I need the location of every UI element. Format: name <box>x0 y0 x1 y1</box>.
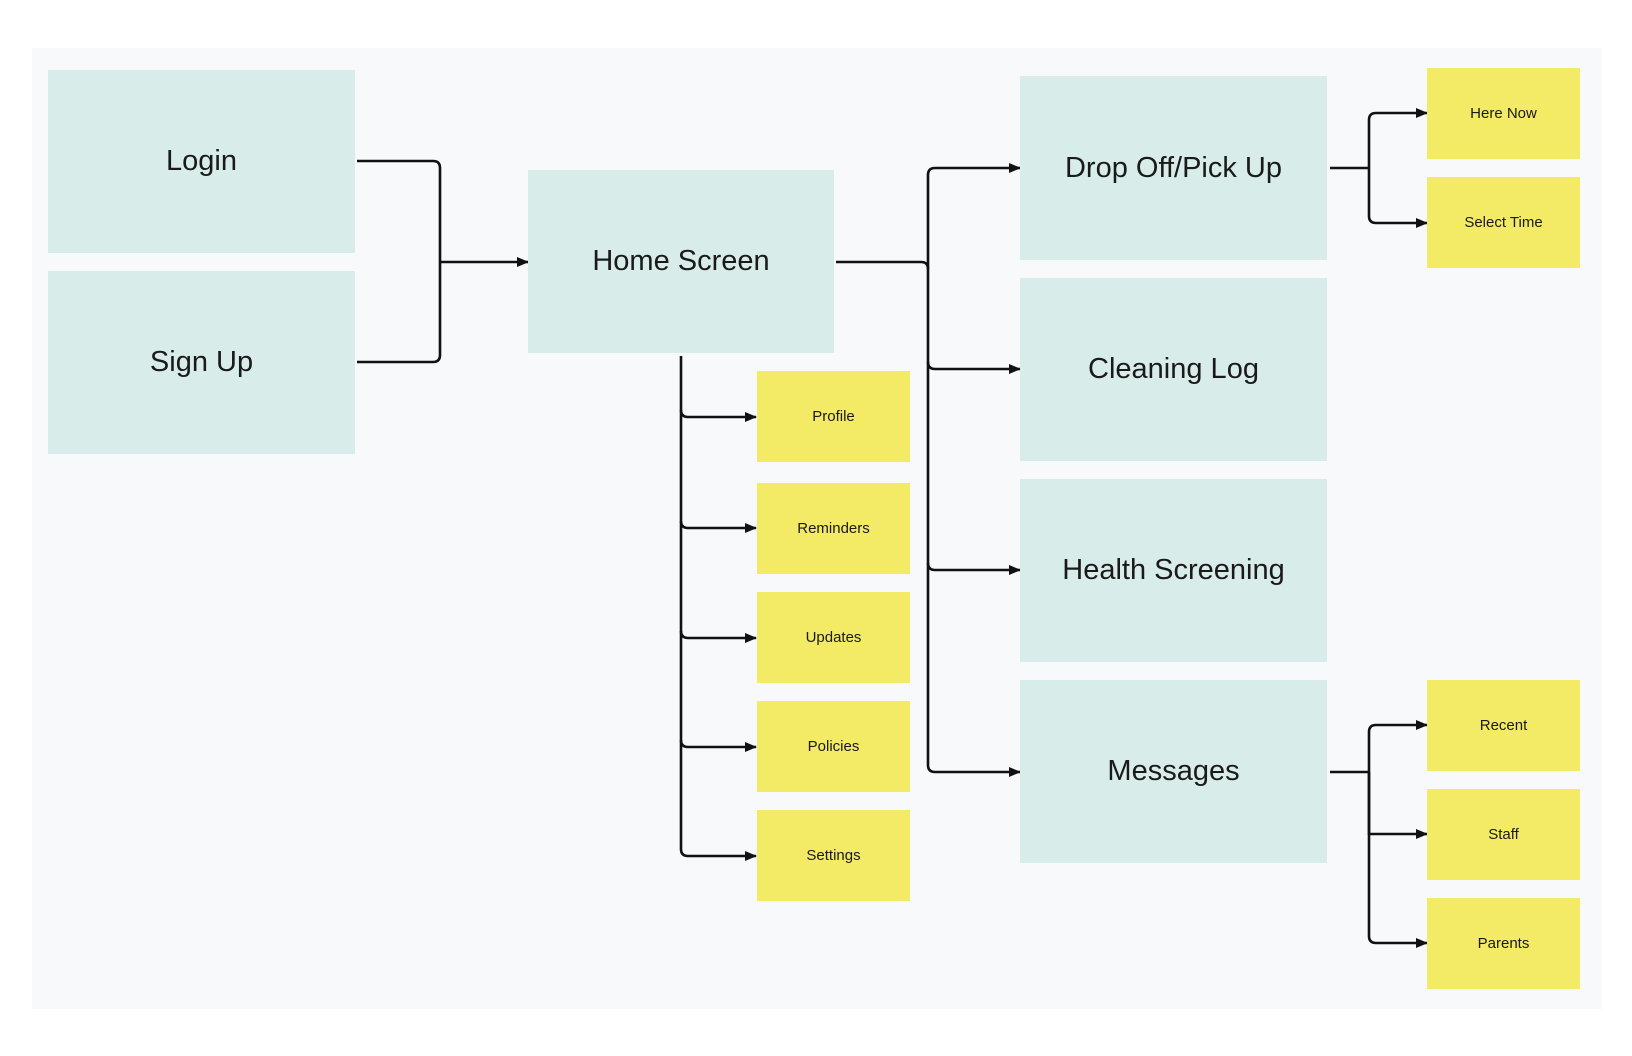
node-messages: Messages <box>1020 680 1327 863</box>
connector-home-right <box>836 260 930 270</box>
node-profile: Profile <box>757 371 910 462</box>
connector-home-reminders <box>679 520 757 533</box>
connector-signup-home <box>357 262 442 364</box>
node-updates: Updates <box>757 592 910 683</box>
node-select-time: Select Time <box>1427 177 1580 268</box>
node-login: Login <box>48 70 355 253</box>
connector-dropoff-herenow <box>1367 108 1428 168</box>
node-sign-up: Sign Up <box>48 271 355 454</box>
node-policies: Policies <box>757 701 910 792</box>
node-health-screening: Health Screening <box>1020 479 1327 662</box>
node-drop-off-pick-up: Drop Off/Pick Up <box>1020 76 1327 260</box>
node-parents: Parents <box>1427 898 1580 989</box>
connector-home-settings <box>679 848 757 861</box>
node-cleaning-log: Cleaning Log <box>1020 278 1327 461</box>
connector-home-health <box>926 562 1021 575</box>
node-reminders: Reminders <box>757 483 910 574</box>
node-settings: Settings <box>757 810 910 901</box>
connector-messages-parents <box>1367 772 1428 948</box>
connector-messages-recent <box>1367 720 1428 772</box>
connector-home-updates <box>679 630 757 643</box>
connector-home-dropoff <box>926 163 1021 176</box>
connector-home-messages <box>926 764 1021 777</box>
connector-messages-staff <box>1367 772 1428 839</box>
node-recent: Recent <box>1427 680 1580 771</box>
node-staff: Staff <box>1427 789 1580 880</box>
connector-login-home <box>357 159 442 262</box>
connector-dropoff-selecttime <box>1367 168 1428 228</box>
connector-home-profile <box>679 409 757 422</box>
connector-home-policies <box>679 739 757 752</box>
connector-home-cleaning <box>926 361 1021 374</box>
node-here-now: Here Now <box>1427 68 1580 159</box>
node-home-screen: Home Screen <box>528 170 834 353</box>
